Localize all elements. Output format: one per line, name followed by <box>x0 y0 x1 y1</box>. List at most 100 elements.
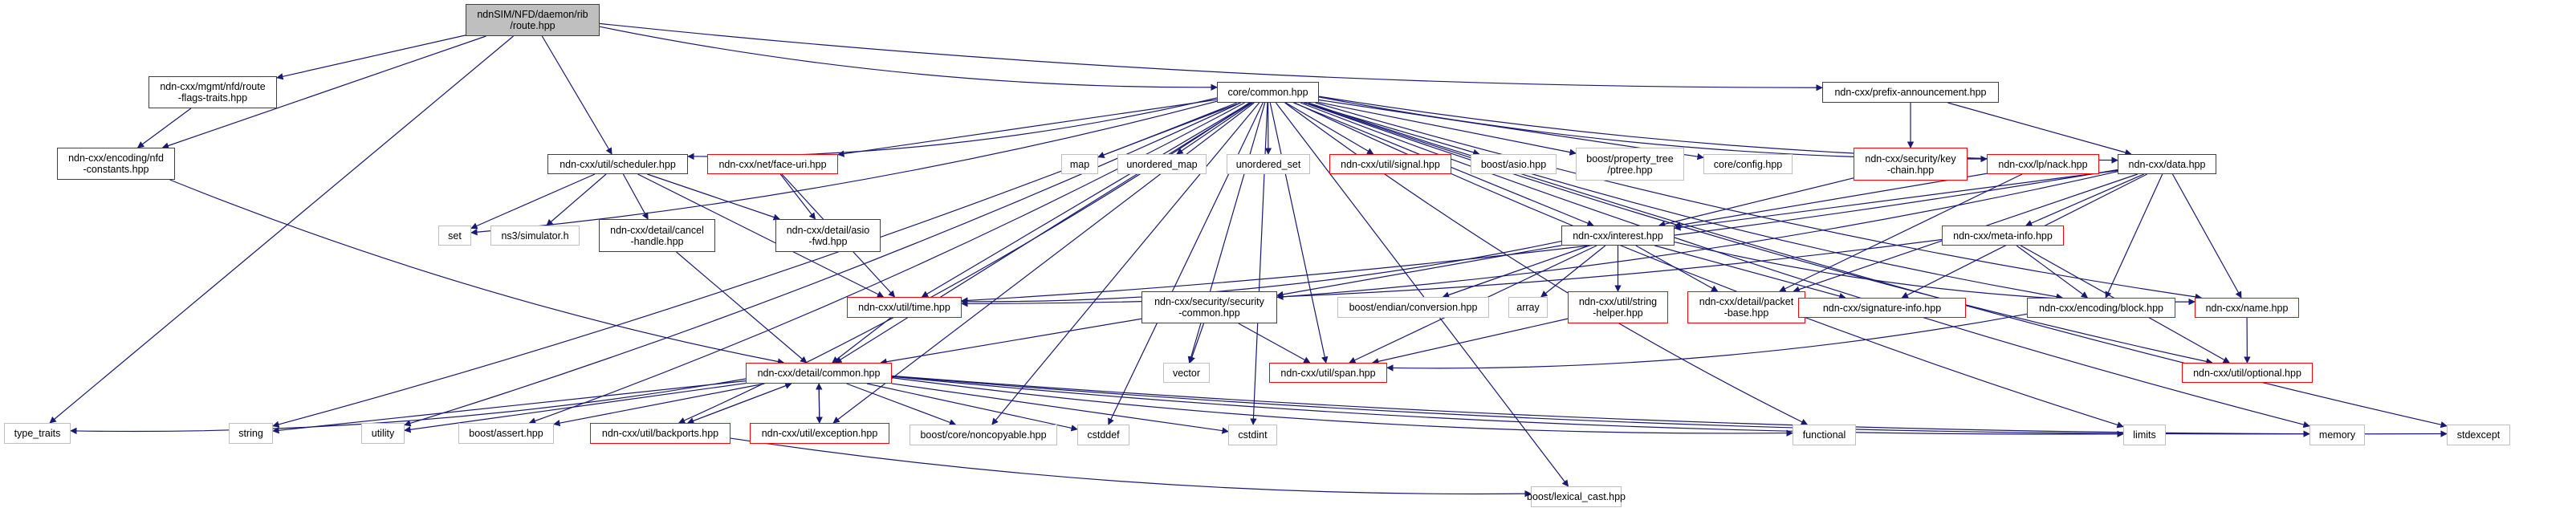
node-memory[interactable]: memory <box>2309 425 2365 445</box>
node-exception[interactable]: ndn-cxx/util/exception.hpp <box>750 423 889 444</box>
edge-root-to-type-traits <box>49 35 514 424</box>
edge-core-common-to-unordered-map <box>1176 102 1253 155</box>
edge-meta-info-to-time <box>961 238 1943 307</box>
edge-core-common-to-set <box>470 100 1218 236</box>
edge-interest-to-time <box>961 241 1562 306</box>
edge-scheduler-to-asio-fwd <box>647 173 780 221</box>
node-core-common[interactable]: core/common.hpp <box>1217 82 1319 103</box>
edge-detail-common-to-cstdint <box>891 383 1229 434</box>
edge-root-to-prefix-ann <box>599 22 1823 91</box>
edge-core-common-to-cstdint <box>1250 102 1268 425</box>
edge-detail-common-to-string <box>272 380 747 434</box>
edge-interest-to-sec-common <box>1276 245 1562 298</box>
node-optional[interactable]: ndn-cxx/util/optional.hpp <box>2182 363 2313 383</box>
edge-core-common-to-span <box>1269 102 1329 364</box>
node-unordered-map[interactable]: unordered_map <box>1117 154 1207 174</box>
node-vector[interactable]: vector <box>1163 363 1210 383</box>
node-packet-base[interactable]: ndn-cxx/detail/packet -base.hpp <box>1687 291 1805 323</box>
node-cstdint[interactable]: cstdint <box>1228 425 1277 445</box>
node-utility[interactable]: utility <box>361 423 405 444</box>
node-type-traits[interactable]: type_traits <box>4 423 71 444</box>
node-key-chain[interactable]: ndn-cxx/security/key -chain.hpp <box>1854 148 1968 181</box>
node-nack[interactable]: ndn-cxx/lp/nack.hpp <box>1987 154 2099 174</box>
edge-nack-to-interest <box>1674 173 1988 229</box>
edge-detail-common-to-stdexcept <box>891 375 2448 437</box>
edge-data-to-interest <box>1674 169 2118 231</box>
edge-data-to-sec-common <box>1276 171 2118 300</box>
edge-core-common-to-signal <box>1285 102 1374 155</box>
node-scheduler[interactable]: ndn-cxx/util/scheduler.hpp <box>547 154 688 174</box>
edge-core-common-to-ptree <box>1318 102 1577 156</box>
edge-nfd-constants-to-detail-common <box>169 179 785 365</box>
edge-scheduler-to-time <box>637 173 885 298</box>
node-signature-info[interactable]: ndn-cxx/signature-info.hpp <box>1798 298 1966 318</box>
edge-detail-common-to-boost-assert <box>553 383 765 427</box>
node-prefix-ann[interactable]: ndn-cxx/prefix-announcement.hpp <box>1822 82 1999 103</box>
edge-core-common-to-block <box>1308 102 2064 300</box>
node-ptree[interactable]: boost/property_tree /ptree.hpp <box>1576 148 1684 181</box>
node-stdexcept[interactable]: stdexcept <box>2447 425 2510 445</box>
edge-prefix-ann-to-data <box>1947 102 2132 156</box>
node-meta-info[interactable]: ndn-cxx/meta-info.hpp <box>1942 226 2064 246</box>
edge-scheduler-to-set <box>470 173 596 230</box>
edge-exception-to-detail-common <box>816 383 823 424</box>
edge-detail-common-to-limits <box>891 376 2124 438</box>
node-sec-common[interactable]: ndn-cxx/security/security -common.hpp <box>1141 291 1277 323</box>
node-boost-assert[interactable]: boost/assert.hpp <box>458 423 554 444</box>
node-route-flags[interactable]: ndn-cxx/mgmt/nfd/route -flags-traits.hpp <box>149 76 277 108</box>
node-array[interactable]: array <box>1508 297 1548 318</box>
node-functional[interactable]: functional <box>1793 425 1856 445</box>
node-cancel-handle[interactable]: ndn-cxx/detail/cancel -handle.hpp <box>599 219 715 252</box>
node-boost-asio[interactable]: boost/asio.hpp <box>1471 154 1557 174</box>
edge-core-common-to-cstddef <box>1108 102 1264 425</box>
edge-data-to-block <box>2105 173 2163 299</box>
node-ns3sim[interactable]: ns3/simulator.h <box>490 226 580 246</box>
node-nfd-constants[interactable]: ndn-cxx/encoding/nfd -constants.hpp <box>57 148 175 180</box>
edge-detail-common-to-functional <box>891 376 1793 437</box>
node-lexical-cast[interactable]: boost/lexical_cast.hpp <box>1527 486 1626 507</box>
node-data[interactable]: ndn-cxx/data.hpp <box>2118 154 2216 174</box>
node-core-config[interactable]: core/config.hpp <box>1703 154 1793 174</box>
edge-root-to-scheduler <box>541 35 612 155</box>
node-block[interactable]: ndn-cxx/encoding/block.hpp <box>2027 298 2175 318</box>
edge-data-to-name <box>2171 173 2242 299</box>
node-detail-common[interactable]: ndn-cxx/detail/common.hpp <box>746 363 892 384</box>
node-limits[interactable]: limits <box>2123 425 2166 445</box>
edge-key-chain-to-interest <box>1658 177 1854 228</box>
edge-backports-to-detail-common <box>687 382 792 424</box>
node-signal[interactable]: ndn-cxx/util/signal.hpp <box>1329 154 1451 174</box>
edge-face-uri-to-asio-fwd <box>779 173 816 220</box>
node-set[interactable]: set <box>438 226 471 246</box>
edge-core-common-to-time <box>921 102 1251 298</box>
edge-core-common-to-boost-asio <box>1303 102 1480 156</box>
node-endian[interactable]: boost/endian/conversion.hpp <box>1337 297 1489 318</box>
edge-core-common-to-name <box>1315 102 2203 301</box>
node-span[interactable]: ndn-cxx/util/span.hpp <box>1269 363 1387 383</box>
node-map[interactable]: map <box>1061 154 1098 174</box>
node-unordered-set[interactable]: unordered_set <box>1227 154 1310 174</box>
node-asio-fwd[interactable]: ndn-cxx/detail/asio -fwd.hpp <box>775 219 881 252</box>
edge-meta-info-to-block <box>2016 245 2089 299</box>
edge-nack-to-packet-base <box>1779 173 2023 292</box>
edge-data-to-meta-info <box>2025 173 2145 226</box>
edge-core-common-to-optional <box>1304 102 2213 365</box>
edge-core-common-to-vector <box>1187 102 1266 364</box>
edge-detail-common-to-utility <box>404 382 747 433</box>
edge-root-to-core-common <box>599 26 1218 91</box>
node-noncopyable[interactable]: boost/core/noncopyable.hpp <box>910 425 1057 445</box>
node-face-uri[interactable]: ndn-cxx/net/face-uri.hpp <box>707 154 838 174</box>
node-backports[interactable]: ndn-cxx/util/backports.hpp <box>590 423 730 444</box>
edge-block-to-span <box>1386 313 2028 372</box>
node-time[interactable]: ndn-cxx/util/time.hpp <box>847 297 962 318</box>
edge-route-flags-to-nfd-constants <box>136 108 192 148</box>
node-cstddef[interactable]: cstddef <box>1077 425 1129 445</box>
edge-sec-common-to-vector <box>1188 323 1205 364</box>
edge-interest-to-packet-base <box>1635 245 1719 292</box>
node-string[interactable]: string <box>229 423 273 444</box>
edge-scheduler-to-ns3sim <box>546 173 607 226</box>
edge-detail-common-to-cstddef <box>866 383 1078 432</box>
node-name[interactable]: ndn-cxx/name.hpp <box>2195 298 2299 318</box>
node-string-helper[interactable]: ndn-cxx/util/string -helper.hpp <box>1568 291 1668 323</box>
node-interest[interactable]: ndn-cxx/interest.hpp <box>1561 226 1675 246</box>
